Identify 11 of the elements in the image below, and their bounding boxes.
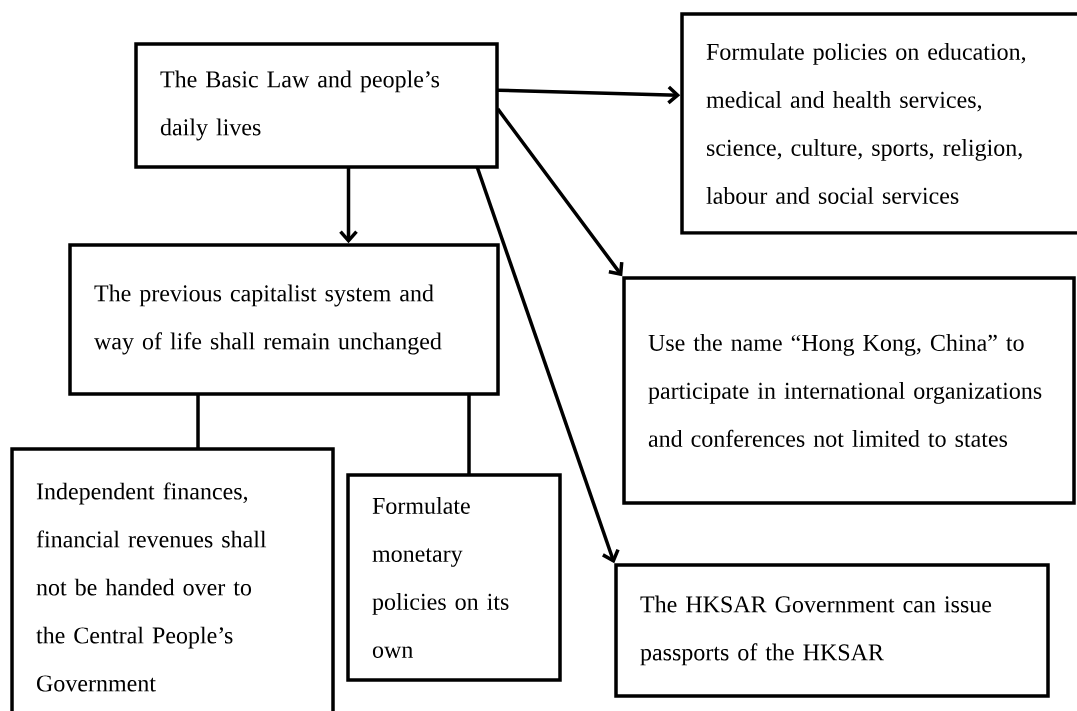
text-box: The HKSAR Government can issue passports of the HKSAR (614, 563, 1050, 698)
arrow (476, 167, 620, 564)
arrow (339, 167, 358, 244)
text-box: Formulate monetary policies on its own (346, 473, 562, 682)
text-box: The previous capitalist system and way of life shall remain unchanged (68, 243, 500, 396)
text-box: The Basic Law and people’s daily lives (134, 42, 499, 169)
text-box: Independent finances, financial revenues shall not be handed over to the Central People’s Government (10, 447, 335, 711)
text-box: Use the name “Hong Kong, China” to participate in international organizations and conferences not limited to states (622, 276, 1076, 505)
text-box: Formulate policies on education, medical and health services, science, culture, sports, religion, labour and social services (680, 12, 1077, 235)
arrow (497, 108, 624, 277)
arrow (497, 85, 681, 105)
